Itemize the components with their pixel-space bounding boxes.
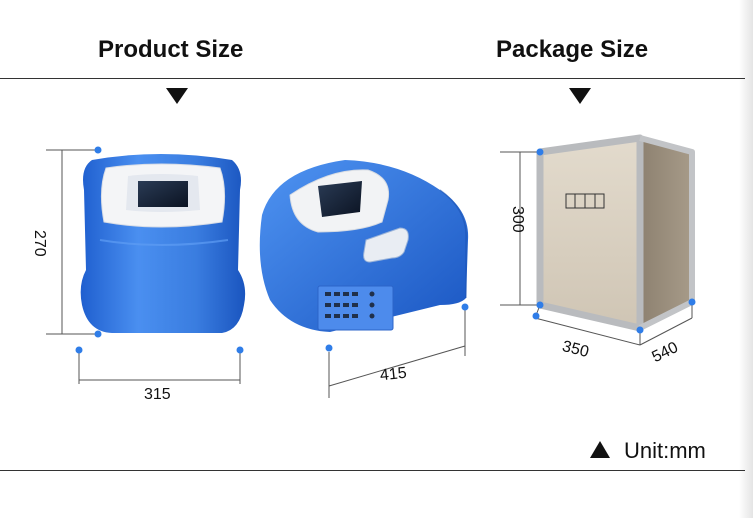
- package-crate: [536, 134, 695, 332]
- product-height-label: 270: [31, 230, 48, 257]
- product-depth-label: 415: [379, 364, 408, 385]
- arrow-down-icon: [569, 88, 591, 104]
- package-dimension-lines: [500, 151, 693, 346]
- top-divider: [0, 78, 745, 79]
- product-width-label: 315: [144, 386, 171, 403]
- package-height-label: 300: [509, 206, 526, 233]
- dimension-points: [75, 146, 244, 354]
- package-size-heading: Package Size: [496, 36, 649, 63]
- triangle-up-icon: [590, 440, 610, 458]
- device-angled-view: [259, 160, 469, 332]
- unit-label: Unit:mm: [624, 438, 706, 463]
- arrow-down-icon: [166, 88, 188, 104]
- front-view-dimension-lines: [46, 149, 241, 384]
- page-edge-shade: [739, 0, 753, 518]
- product-size-heading: Product Size: [98, 36, 244, 63]
- unit-note: Unit:mm: [590, 438, 706, 464]
- device-front-view: [80, 154, 246, 333]
- bottom-divider: [0, 470, 745, 471]
- angled-view-dimension-lines: [328, 310, 466, 398]
